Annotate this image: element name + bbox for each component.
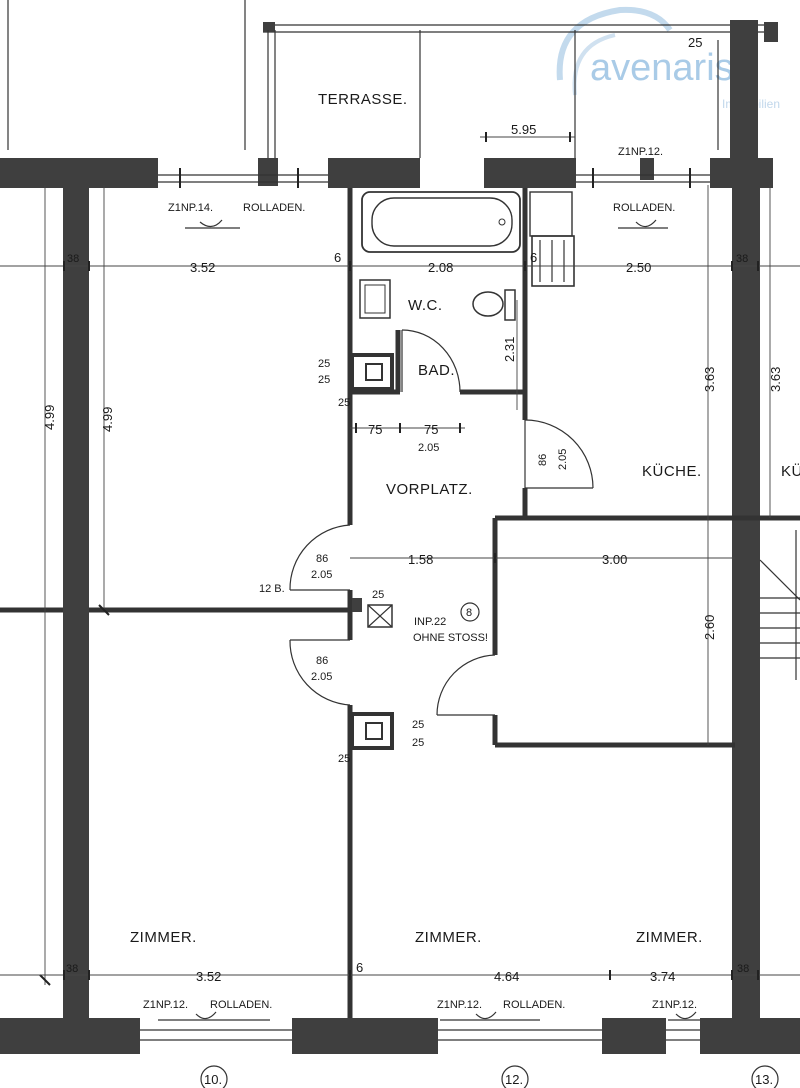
dim-left-height-inner: 4.99 [100,407,115,432]
door-left-room[interactable] [289,524,351,591]
dim-hall-width: 1.58 [408,552,433,567]
dim-left-height-outer: 4.99 [42,405,57,430]
dim-hall-75-right: 75 [424,422,438,437]
dim-room-right-width: 3.00 [602,552,627,567]
window-bottom-left-code: Z1NP.12. [143,999,188,1011]
note-inp: INP.22 [414,616,446,628]
door-bath[interactable] [401,329,461,393]
dim-door-low-w: 86 [316,655,328,667]
dim-bottom-right-width: 3.74 [650,969,675,984]
room-right-label: ZIMMER. [636,929,703,946]
dim-corner-25: 25 [688,35,702,50]
dim-door-low-h: 2.05 [311,671,332,683]
room-kitchen-neighbor-label: KÜ [781,462,800,480]
room-wc-label: W.C. [408,297,443,314]
bathtub [361,191,521,253]
dim-room-right-height: 2.60 [702,615,717,640]
axis-marker-12: 12. [501,1065,529,1088]
window-bottom-mid-shutter: ROLLADEN. [503,999,565,1011]
chimney-upper-25b: 25 [318,374,330,386]
dim-top-left-width: 3.52 [190,260,215,275]
chimney-lower: 25 25 25 [338,712,424,765]
walls [0,20,800,1054]
chimney-lower-25a: 25 [412,719,424,731]
dim-door-kitchen-w: 86 [537,454,549,466]
dim-bottom-left-wall: 38 [66,963,78,975]
wash-basin [359,279,391,319]
axis-label-10: 10. [204,1072,222,1087]
dim-bottom-left-width: 3.52 [196,969,221,984]
door-small-room[interactable] [436,654,496,716]
dim-bath-height: 2.31 [502,337,517,362]
note-ohne-stoss: OHNE STOSS! [413,632,488,644]
toilet [472,289,516,321]
dim-top-6b: 6 [530,250,537,265]
room-left-label: ZIMMER. [130,929,197,946]
dim-bottom-right-wall: 38 [737,963,749,975]
shower [529,191,575,287]
dim-bath-width: 2.08 [428,260,453,275]
label-12b: 12 B. [259,583,285,595]
window-top-right-shutter: ROLLADEN. [613,202,675,214]
shutter-marks [158,219,700,1021]
chimney-upper-25c: 25 [338,397,350,409]
room-mid-label: ZIMMER. [415,929,482,946]
dimension-lines [0,168,800,986]
door-lower-left-room[interactable] [289,639,351,706]
dim-top-6a: 6 [334,250,341,265]
window-top-left-shutter: ROLLADEN. [243,202,305,214]
shaft: 25 [352,589,393,628]
window-top-right-code: Z1NP.12. [618,146,663,158]
axis-label-12: 12. [505,1072,523,1087]
shaft-25: 25 [372,589,384,601]
logo-text: avenaris [590,47,734,89]
chimney-upper-25a: 25 [318,358,330,370]
dim-door-left-w: 86 [316,553,328,565]
terrace: TERRASSE. 5.95 25 [7,0,778,158]
dim-hall-205: 2.05 [418,442,439,454]
room-bath-label: BAD. [418,362,455,379]
dim-bottom-mid-width: 4.64 [494,969,519,984]
dim-kitchen-width: 2.50 [626,260,651,275]
staircase [759,530,800,680]
axis-marker-10: 10. [200,1065,228,1088]
note-circle: 8 [460,602,480,622]
dim-bottom-6: 6 [356,960,363,975]
window-bottom-mid-code: Z1NP.12. [437,999,482,1011]
dim-kitchen-height: 3.63 [702,367,717,392]
room-hall-label: VORPLATZ. [386,481,473,498]
window-top-left-code: Z1NP.14. [168,202,213,214]
dim-door-left-h: 2.05 [311,569,332,581]
axis-label-13: 13. [755,1072,773,1087]
note-circle-number: 8 [466,607,472,619]
window-bottom-right-code: Z1NP.12. [652,999,697,1011]
dim-terrace-width: 5.95 [511,122,536,137]
chimney-upper: 25 25 25 [318,353,394,409]
dim-top-left-wall: 38 [67,253,79,265]
window-bottom-left-shutter: ROLLADEN. [210,999,272,1011]
terrace-label: TERRASSE. [318,91,408,108]
chimney-lower-25b: 25 [412,737,424,749]
dim-hall-75-left: 75 [368,422,382,437]
axis-marker-13: 13. [751,1065,779,1088]
dim-kitchen-height-right: 3.63 [768,367,783,392]
room-kitchen-label: KÜCHE. [642,462,702,480]
dim-top-right-wall: 38 [736,253,748,265]
dim-door-kitchen-h: 2.05 [557,449,569,470]
chimney-lower-25c: 25 [338,753,350,765]
door-kitchen[interactable] [524,419,594,489]
